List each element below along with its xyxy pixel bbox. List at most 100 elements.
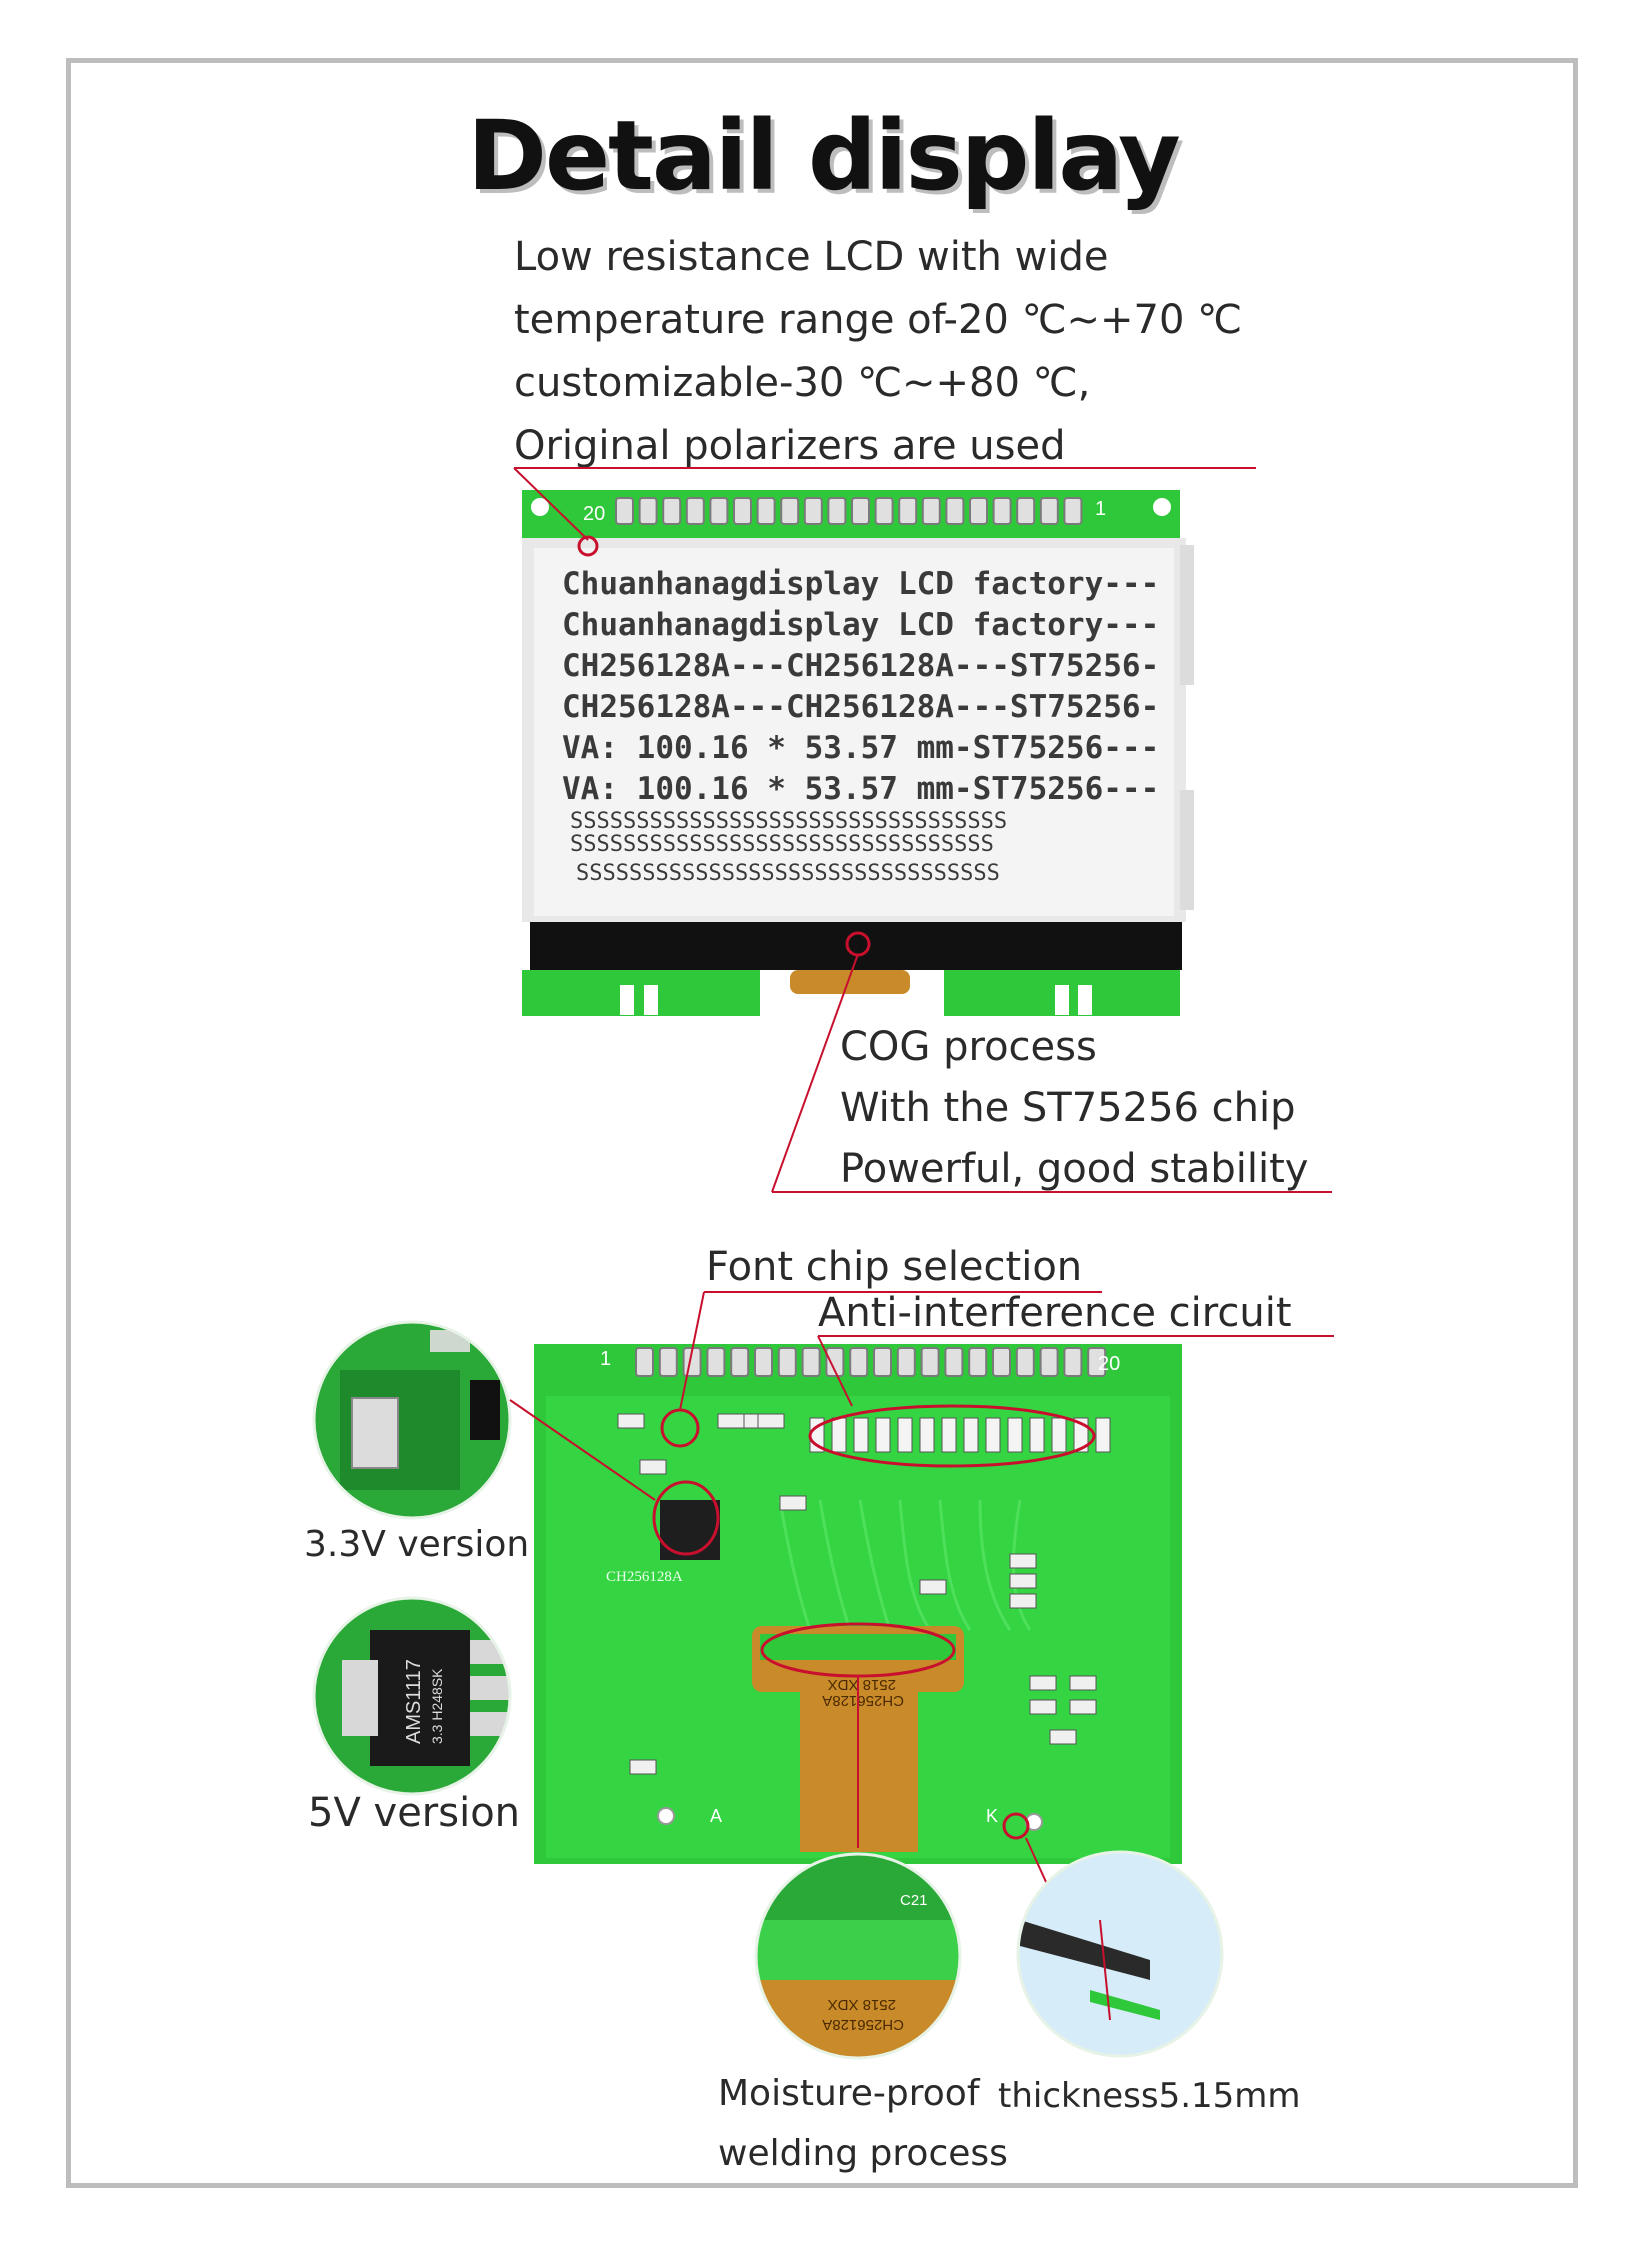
thickness-label: thickness5.15mm: [998, 2076, 1301, 2116]
pin-label-left: 20: [583, 503, 605, 525]
callout-marker: [1002, 1812, 1030, 1840]
pin: [638, 497, 658, 525]
pin: [827, 497, 847, 525]
regulator-text: 3.3 H248SK: [429, 1668, 445, 1744]
pin: [733, 497, 752, 525]
capacitor: [1029, 1675, 1057, 1691]
callout-line: [679, 1291, 705, 1411]
capacitor: [919, 1579, 947, 1595]
zoom-ring: [1016, 1850, 1224, 2058]
board-name: CH256128A: [606, 1569, 683, 1585]
pin: [706, 1347, 726, 1377]
capacitor: [1009, 1553, 1037, 1569]
pin: [730, 1347, 750, 1377]
callout-line: [771, 953, 859, 1193]
capacitor: [717, 1413, 745, 1429]
lcd-line: VA: 100.16 * 53.57 mm-ST75256---: [562, 771, 1159, 807]
lcd-line: VA: 100.16 * 53.57 mm-ST75256---: [562, 730, 1159, 766]
resistor: [1095, 1417, 1111, 1453]
pin: [1016, 497, 1036, 525]
pin: [945, 497, 965, 525]
capacitor: [757, 1413, 785, 1429]
resistor: [985, 1417, 1001, 1453]
capacitor: [1009, 1573, 1037, 1589]
callout-line: [817, 1335, 853, 1407]
pin-label-right: 20: [1098, 1353, 1120, 1375]
pcb-back-module: 1 20 CH256128A 2518 XDX CH256128A A K: [509, 1291, 1334, 2041]
pcb-traces: [778, 1499, 1032, 1631]
cog-glass-bar: [530, 922, 1182, 970]
lcd-active-area: [534, 548, 1174, 916]
regulator-text: AMS1117: [403, 1659, 425, 1744]
zoom-5v-version: AMS1117 3.3 H248SK: [314, 1598, 510, 1794]
pin: [992, 1347, 1011, 1377]
pin: [801, 1347, 821, 1377]
pin-header: [615, 497, 1083, 525]
zoom-welding: C21 2518 XDX CH256128A: [756, 1854, 960, 2058]
pin: [825, 1347, 845, 1377]
capacitor: [779, 1495, 807, 1511]
cog-feature-note: COG process With the ST75256 chip Powerf…: [840, 1017, 1308, 1206]
lcd-edge: [1180, 790, 1194, 910]
moisture-label: Moisture-proof welding process: [718, 2064, 1008, 2184]
resistor: [963, 1417, 979, 1453]
note-line: customizable-30 ℃~+80 ℃,: [514, 360, 1091, 406]
version-5-label: 5V version: [308, 1790, 521, 1836]
font-chip-label: Font chip selection: [706, 1244, 1083, 1290]
resistor: [941, 1417, 957, 1453]
pin-label-left: 1: [600, 1348, 611, 1370]
pin: [1063, 1347, 1083, 1377]
lcd-line: CH256128A---CH256128A---ST75256-: [562, 648, 1159, 684]
lcd-feature-note: Low resistance LCD with wide temperature…: [514, 226, 1242, 478]
resistor: [897, 1417, 913, 1453]
resistor: [1051, 1417, 1067, 1453]
u1-chip: [660, 1500, 720, 1560]
fpc-fold: [790, 970, 910, 994]
fpc-contacts: [760, 1634, 956, 1660]
pin: [874, 497, 894, 525]
pin: [780, 497, 800, 525]
pin: [969, 497, 988, 525]
lcd-line: SSSSSSSSSSSSSSSSSSSSSSSSSSSSSSSS: [570, 832, 994, 857]
note-line: temperature range of-20 ℃~+70 ℃: [514, 297, 1243, 343]
lcd-line: SSSSSSSSSSSSSSSSSSSSSSSSSSSSSSSSS: [570, 809, 1007, 834]
pin: [920, 1347, 940, 1377]
pin: [615, 497, 634, 525]
pin: [968, 1347, 988, 1377]
pin: [754, 1347, 773, 1377]
note-line: COG process: [840, 1024, 1097, 1070]
mount-hole: [531, 498, 549, 516]
mount-hole: [1153, 498, 1171, 516]
capacitor: [1069, 1675, 1097, 1691]
pin: [1015, 1347, 1035, 1377]
zoom-ring: [312, 1320, 512, 1520]
capacitor: [1029, 1699, 1057, 1715]
fpc-text: 2518 XDX: [828, 1996, 896, 2013]
zoom-thickness: [1018, 1852, 1222, 2056]
lcd-edge: [1180, 545, 1194, 685]
pad-label-a: A: [710, 1806, 722, 1826]
lcd-line: Chuanhanagdisplay LCD factory---: [562, 607, 1159, 643]
pin: [1063, 497, 1083, 525]
zoom-ring: [312, 1596, 512, 1796]
note-line: Powerful, good stability: [840, 1146, 1309, 1192]
pin: [756, 497, 776, 525]
capacitor: [1049, 1729, 1077, 1745]
page-frame: [66, 58, 1578, 2188]
pin: [635, 1347, 654, 1377]
pin: [992, 497, 1012, 525]
lcd-line: SSSSSSSSSSSSSSSSSSSSSSSSSSSSSSSS: [576, 861, 1000, 886]
callout-line: [509, 1399, 656, 1501]
pin-header: [635, 1347, 1107, 1377]
pin: [896, 1347, 916, 1377]
zoom-3v3-version: [314, 1322, 510, 1518]
pin: [1087, 1347, 1107, 1377]
pin: [709, 497, 729, 525]
lcd-line: Chuanhanagdisplay LCD factory---: [562, 566, 1159, 602]
moisture-line: Moisture-proof: [718, 2073, 980, 2114]
pin: [944, 1347, 964, 1377]
lcd-front-module: 20 1 Chuanhanagdisplay LCD factory--- Ch…: [513, 467, 1332, 1193]
pin: [851, 497, 870, 525]
capacitor: [1009, 1593, 1037, 1609]
